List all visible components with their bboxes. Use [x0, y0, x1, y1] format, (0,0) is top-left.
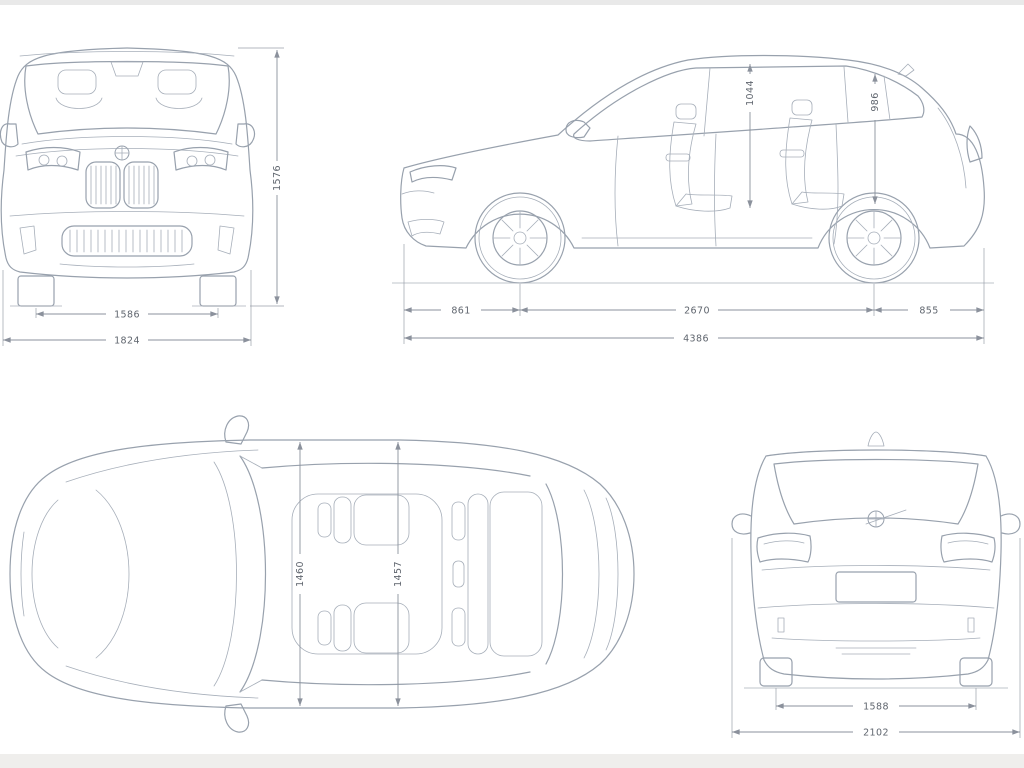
rear-view-drawing: 1588 2102 — [731, 431, 1021, 739]
dimension-row-overhangs: 861 2670 855 — [403, 244, 985, 344]
dim-label-interior-rear: 986 — [870, 92, 881, 111]
side-view-drawing: 1044 986 861 2670 855 4386 — [392, 54, 994, 345]
rear-tires — [759, 657, 993, 687]
kidney-grille — [85, 161, 159, 209]
rear-taillights — [756, 532, 996, 563]
windshield-arc — [239, 455, 267, 693]
front-tires — [10, 275, 246, 307]
side-window-band — [573, 65, 925, 142]
dim-label-overall-height: 1576 — [272, 165, 283, 191]
dim-label-width-mirrors: 2102 — [863, 728, 889, 739]
dimension-front-track: 1586 — [35, 308, 219, 321]
roof-panel — [291, 493, 443, 655]
side-taillight — [966, 125, 983, 163]
front-door-handle — [665, 153, 691, 162]
dimension-interior-front-height: 1044 — [745, 64, 756, 208]
front-headlights — [25, 146, 229, 171]
page-edge-bottom — [0, 754, 1024, 768]
dim-label-overall-length: 4386 — [683, 334, 709, 345]
dimension-front-interior-width: 1460 — [295, 442, 306, 706]
dimension-rear-interior-width: 1457 — [393, 442, 404, 706]
dim-label-rear-interior-width: 1457 — [393, 561, 404, 587]
front-lower-intake — [19, 225, 235, 257]
dimension-overall-height: 1576 — [238, 47, 284, 307]
top-car-body — [9, 415, 635, 733]
top-rear-bench — [451, 491, 543, 657]
side-car-body — [392, 54, 994, 284]
dimension-width-incl-mirrors: 2102 — [731, 538, 1021, 739]
dimension-overall-width: 1824 — [2, 270, 252, 347]
dim-label-wheelbase: 2670 — [684, 306, 710, 317]
rear-wheel — [828, 192, 920, 284]
rear-car-body — [731, 431, 1021, 689]
brand-roundel-icon — [114, 145, 130, 161]
dim-label-overall-width: 1824 — [114, 336, 140, 347]
rearview-mirror — [110, 61, 144, 77]
top-mirror-left — [224, 415, 250, 445]
front-view-drawing: 1576 1586 1824 — [0, 47, 284, 347]
top-mirror-right — [224, 703, 250, 733]
dimension-overall-length: 4386 — [404, 334, 984, 345]
antenna-fin — [867, 431, 885, 447]
rear-door-handle — [779, 149, 805, 158]
dim-label-front-overhang: 861 — [451, 306, 470, 317]
front-side-mirrors — [0, 123, 256, 148]
top-view-drawing: 1460 1457 — [9, 415, 635, 733]
top-front-seats — [317, 494, 410, 654]
dim-label-rear-overhang: 855 — [919, 306, 938, 317]
page-edge-top — [0, 0, 1024, 5]
front-interior-seats — [55, 61, 203, 109]
dim-label-front-interior-width: 1460 — [295, 561, 306, 587]
dim-label-interior-front: 1044 — [745, 80, 756, 106]
front-car-body — [0, 47, 256, 307]
rear-diffuser — [835, 647, 917, 655]
side-headlight — [409, 165, 457, 183]
side-mirror — [565, 119, 591, 139]
dim-label-front-track: 1586 — [114, 310, 140, 321]
dimension-interior-rear-height: 986 — [870, 74, 881, 204]
side-interior-seats — [669, 99, 845, 212]
brand-roundel-icon — [867, 510, 885, 528]
dimension-rear-track: 1588 — [775, 688, 977, 713]
rear-window — [773, 458, 979, 525]
dim-label-rear-track: 1588 — [863, 702, 889, 713]
rear-window-arc — [545, 483, 564, 665]
front-wheel — [474, 192, 566, 284]
rear-wiper — [865, 509, 907, 525]
rear-side-mirrors — [731, 513, 1021, 535]
license-plate-recess — [835, 571, 917, 603]
